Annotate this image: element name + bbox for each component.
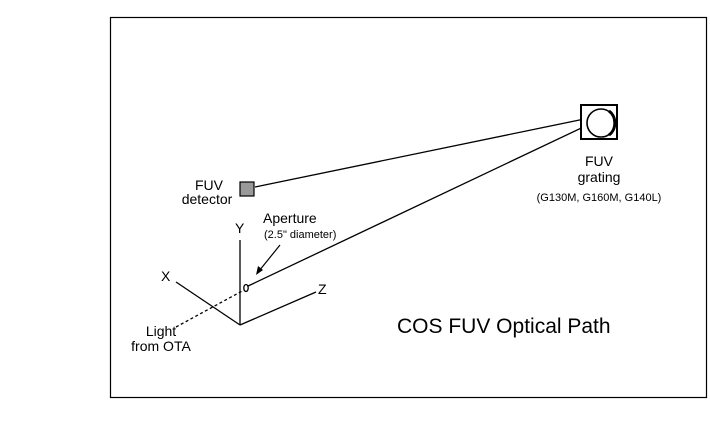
aperture-arrow-icon — [256, 244, 281, 275]
diagram-frame — [109, 16, 708, 399]
x-axis-line — [175, 281, 241, 326]
detector-label-line1: FUV — [195, 177, 224, 193]
x-axis-label: X — [161, 268, 171, 284]
fuv-detector-icon — [239, 181, 255, 197]
grating-label-line1: FUV — [585, 153, 614, 169]
incoming-beam-line — [245, 121, 595, 288]
detector-label-line2: detector — [182, 191, 233, 207]
grating-label-line2: grating — [578, 169, 621, 185]
aperture-icon — [243, 283, 249, 293]
fuv-grating-icon — [580, 104, 618, 140]
aperture-label: Aperture — [263, 210, 317, 226]
grating-modes-label: (G130M, G160M, G140L) — [537, 192, 662, 204]
aperture-note: (2.5" diameter) — [264, 229, 336, 241]
z-axis-line — [239, 291, 317, 326]
ota-light-dashed-line — [175, 289, 245, 328]
z-axis-label: Z — [318, 281, 327, 297]
return-beam-line — [254, 116, 595, 188]
light-source-label-line1: Light — [146, 323, 176, 339]
light-source-label-line2: from OTA — [131, 338, 191, 354]
y-axis-label: Y — [235, 220, 245, 236]
coordinate-axes — [175, 240, 317, 326]
diagram-title: COS FUV Optical Path — [397, 315, 611, 338]
